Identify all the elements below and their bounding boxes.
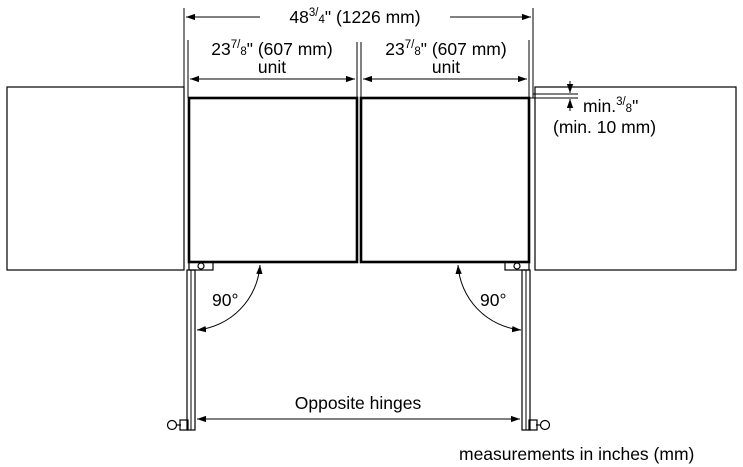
unit-right — [359, 96, 531, 264]
gap-metric-label: (min. 10 mm) — [553, 117, 656, 137]
left-cabinet — [6, 86, 185, 271]
unit-left — [187, 96, 359, 264]
door-left-open — [179, 269, 196, 431]
unit-left-width: 237/8" (607 mm) — [211, 39, 332, 59]
opposite-hinges-label: Opposite hinges — [295, 393, 422, 413]
angle-left-label: 90° — [212, 290, 238, 310]
angle-right-label: 90° — [480, 290, 506, 310]
door-right-open — [521, 269, 538, 431]
right-cabinet — [534, 86, 737, 271]
unit-left-label: unit — [258, 57, 286, 77]
swing-arc-right — [455, 264, 522, 333]
gap-label: min.3/8" — [583, 96, 638, 116]
unit-right-label: unit — [432, 57, 460, 77]
door-handle-left — [166, 419, 181, 431]
total-width-label: 483/4" (1226 mm) — [289, 7, 420, 27]
unit-right-width: 237/8" (607 mm) — [385, 39, 506, 59]
door-handle-right — [536, 419, 551, 431]
measurement-footnote: measurements in inches (mm) — [459, 444, 694, 464]
swing-arc-left — [196, 264, 263, 333]
